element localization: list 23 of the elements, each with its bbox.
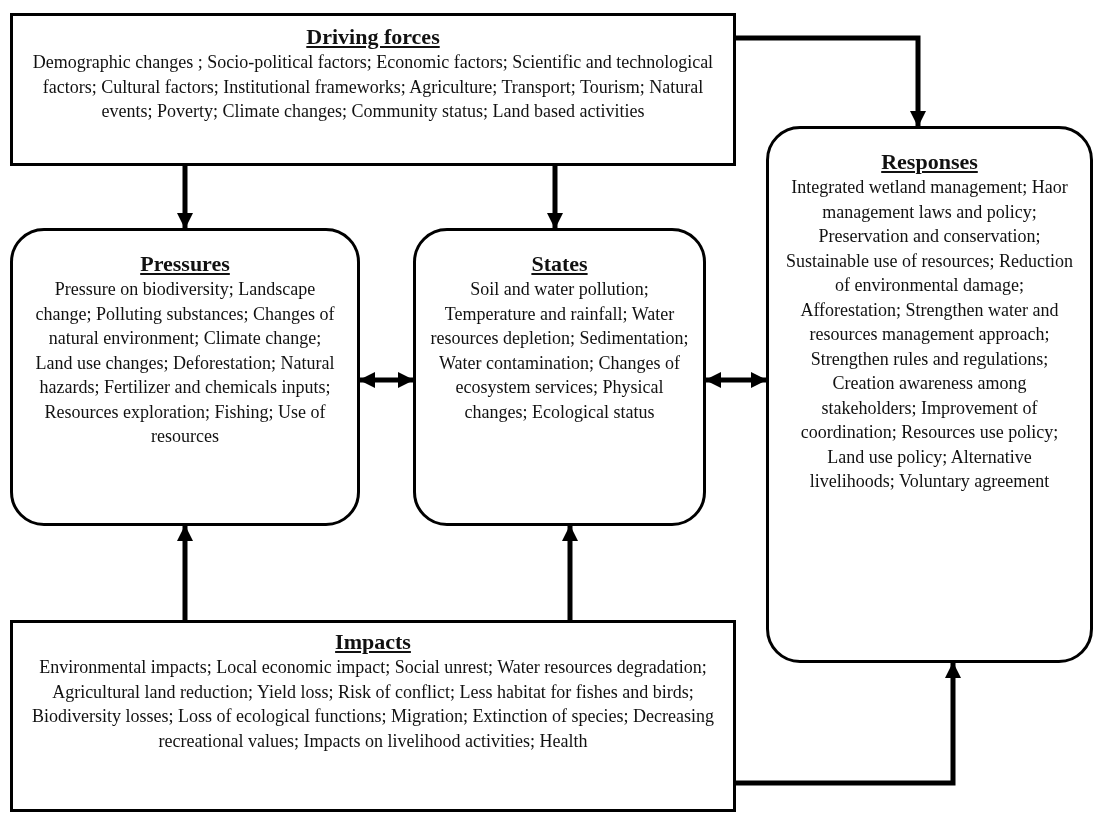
arrow: [705, 372, 767, 388]
arrow: [736, 662, 961, 786]
rounded-box: [766, 126, 1093, 663]
node-text: Environmental impacts; Local economic impact; Social unrest; Water resources degradation; Agricultural land reduction; Yield loss; Risk of conflict; Less habitat for fishes and birds; Biodiversity losses; Loss of ecological functions; Migration; Extinction of species; Decreasing recreational values; Impacts on livelihood activities; Health: [31, 656, 715, 753]
process-box: [10, 620, 736, 812]
node-text: Soil and water pollution; Temperature and rainfall; Water resources depletion; Sedimentation; Water contamination; Changes of ecosystem services; Physical changes; Ecological status: [430, 278, 689, 424]
arrow: [736, 35, 926, 127]
node-heading: Driving forces: [306, 24, 440, 51]
arrow: [177, 525, 193, 620]
arrow: [547, 166, 563, 229]
node-text: Pressure on biodiversity; Landscape change; Polluting substances; Changes of natural environment; Climate change; Land use changes; Deforestation; Natural hazards; Fertilizer and chemicals inputs; Resources exploration; Fishing; Use of resources: [34, 278, 336, 449]
node-heading: Responses: [881, 149, 978, 176]
arrow: [177, 166, 193, 229]
rounded-box: [10, 228, 360, 526]
rounded-box: [413, 228, 706, 526]
arrow: [359, 372, 414, 388]
node-text: Integrated wetland management; Haor management laws and policy; Preservation and conservation; Sustainable use of resources; Reduction of environmental damage; Afforestation; Strengthen water and resources management approach; Strengthen rules and regulations; Creation awareness among stakeholders; Improvement of coordination; Resources use policy; Land use policy; Alternative livelihoods; Voluntary agreement: [785, 176, 1074, 493]
node-text: Demographic changes ; Socio-political factors; Economic factors; Scientific and technological factors; Cultural factors; Institutional frameworks; Agriculture; Transport; Tourism; Natural events; Poverty; Climate changes; Community status; Land based activities: [31, 51, 715, 124]
node-heading: States: [531, 251, 588, 278]
process-box: [10, 13, 736, 166]
node-heading: Impacts: [335, 629, 411, 656]
node-heading: Pressures: [140, 251, 230, 278]
arrow: [562, 525, 578, 620]
